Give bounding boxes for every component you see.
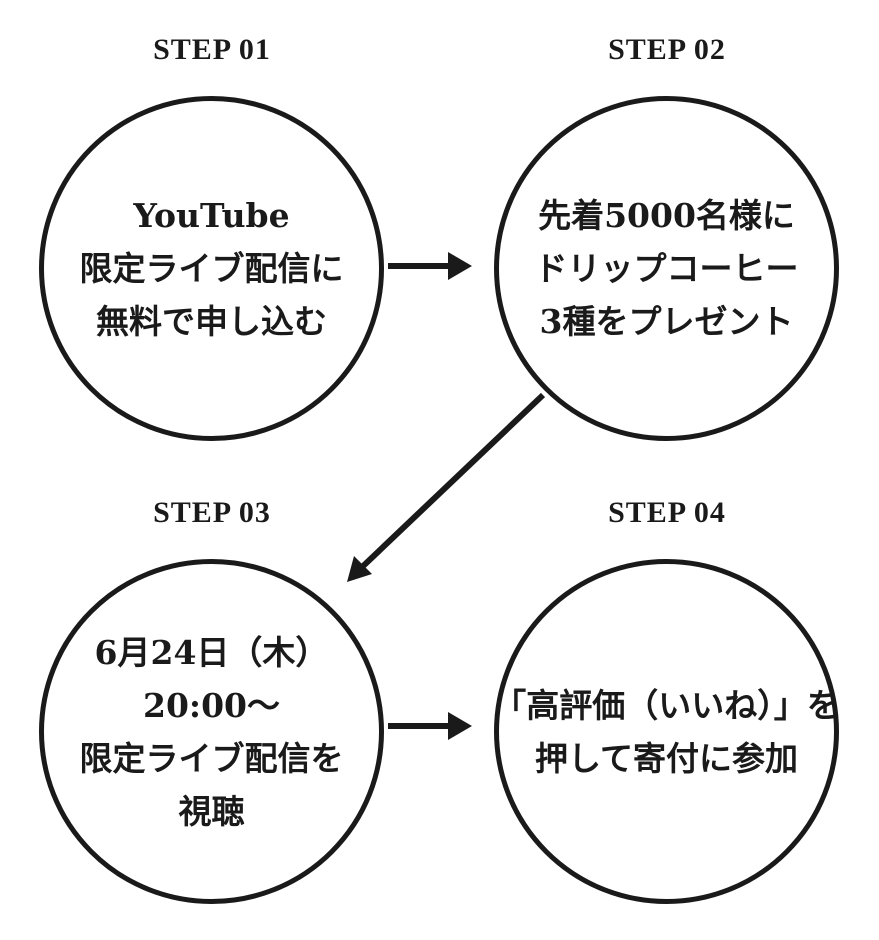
- step-02-circle: 先着5000名様に ドリップコーヒー 3種をプレゼント: [494, 96, 839, 441]
- arrow-step02-to-step03: [347, 392, 546, 582]
- arrow-step01-to-step02: [388, 252, 472, 280]
- step-04-circle: 「高評価（いいね）」を 押して寄付に参加: [493, 559, 840, 904]
- step-01-line-2: 限定ライブ配信に: [79, 249, 344, 288]
- step-02-line-2: ドリップコーヒー: [534, 249, 799, 288]
- step-01-line-1: YouTube: [133, 196, 290, 235]
- step-04-line-1: 「高評価（いいね）」を: [493, 685, 840, 725]
- step-04-line-2: 押して寄付に参加: [534, 738, 798, 778]
- step-02-line-3: 3種をプレゼント: [539, 302, 794, 341]
- step-04-title: STEP 04: [608, 496, 726, 529]
- step-01-line-3: 無料で申し込む: [96, 302, 327, 341]
- step-03-line-4: 視聴: [178, 791, 245, 831]
- step-02-line-1: 先着5000名様に: [538, 196, 795, 235]
- step-03-line-1: 6月24日（木）: [94, 632, 329, 672]
- step-03-circle: 6月24日（木） 20:00〜 限定ライブ配信を 視聴: [39, 559, 384, 904]
- step-03-line-3: 限定ライブ配信を: [79, 738, 344, 778]
- arrow-step03-to-step04: [388, 712, 472, 740]
- step-02-title: STEP 02: [608, 33, 726, 66]
- step-03-line-2: 20:00〜: [142, 685, 281, 725]
- step-03-title: STEP 03: [153, 496, 271, 529]
- step-01-circle: YouTube 限定ライブ配信に 無料で申し込む: [39, 96, 384, 441]
- step-01-title: STEP 01: [153, 33, 271, 66]
